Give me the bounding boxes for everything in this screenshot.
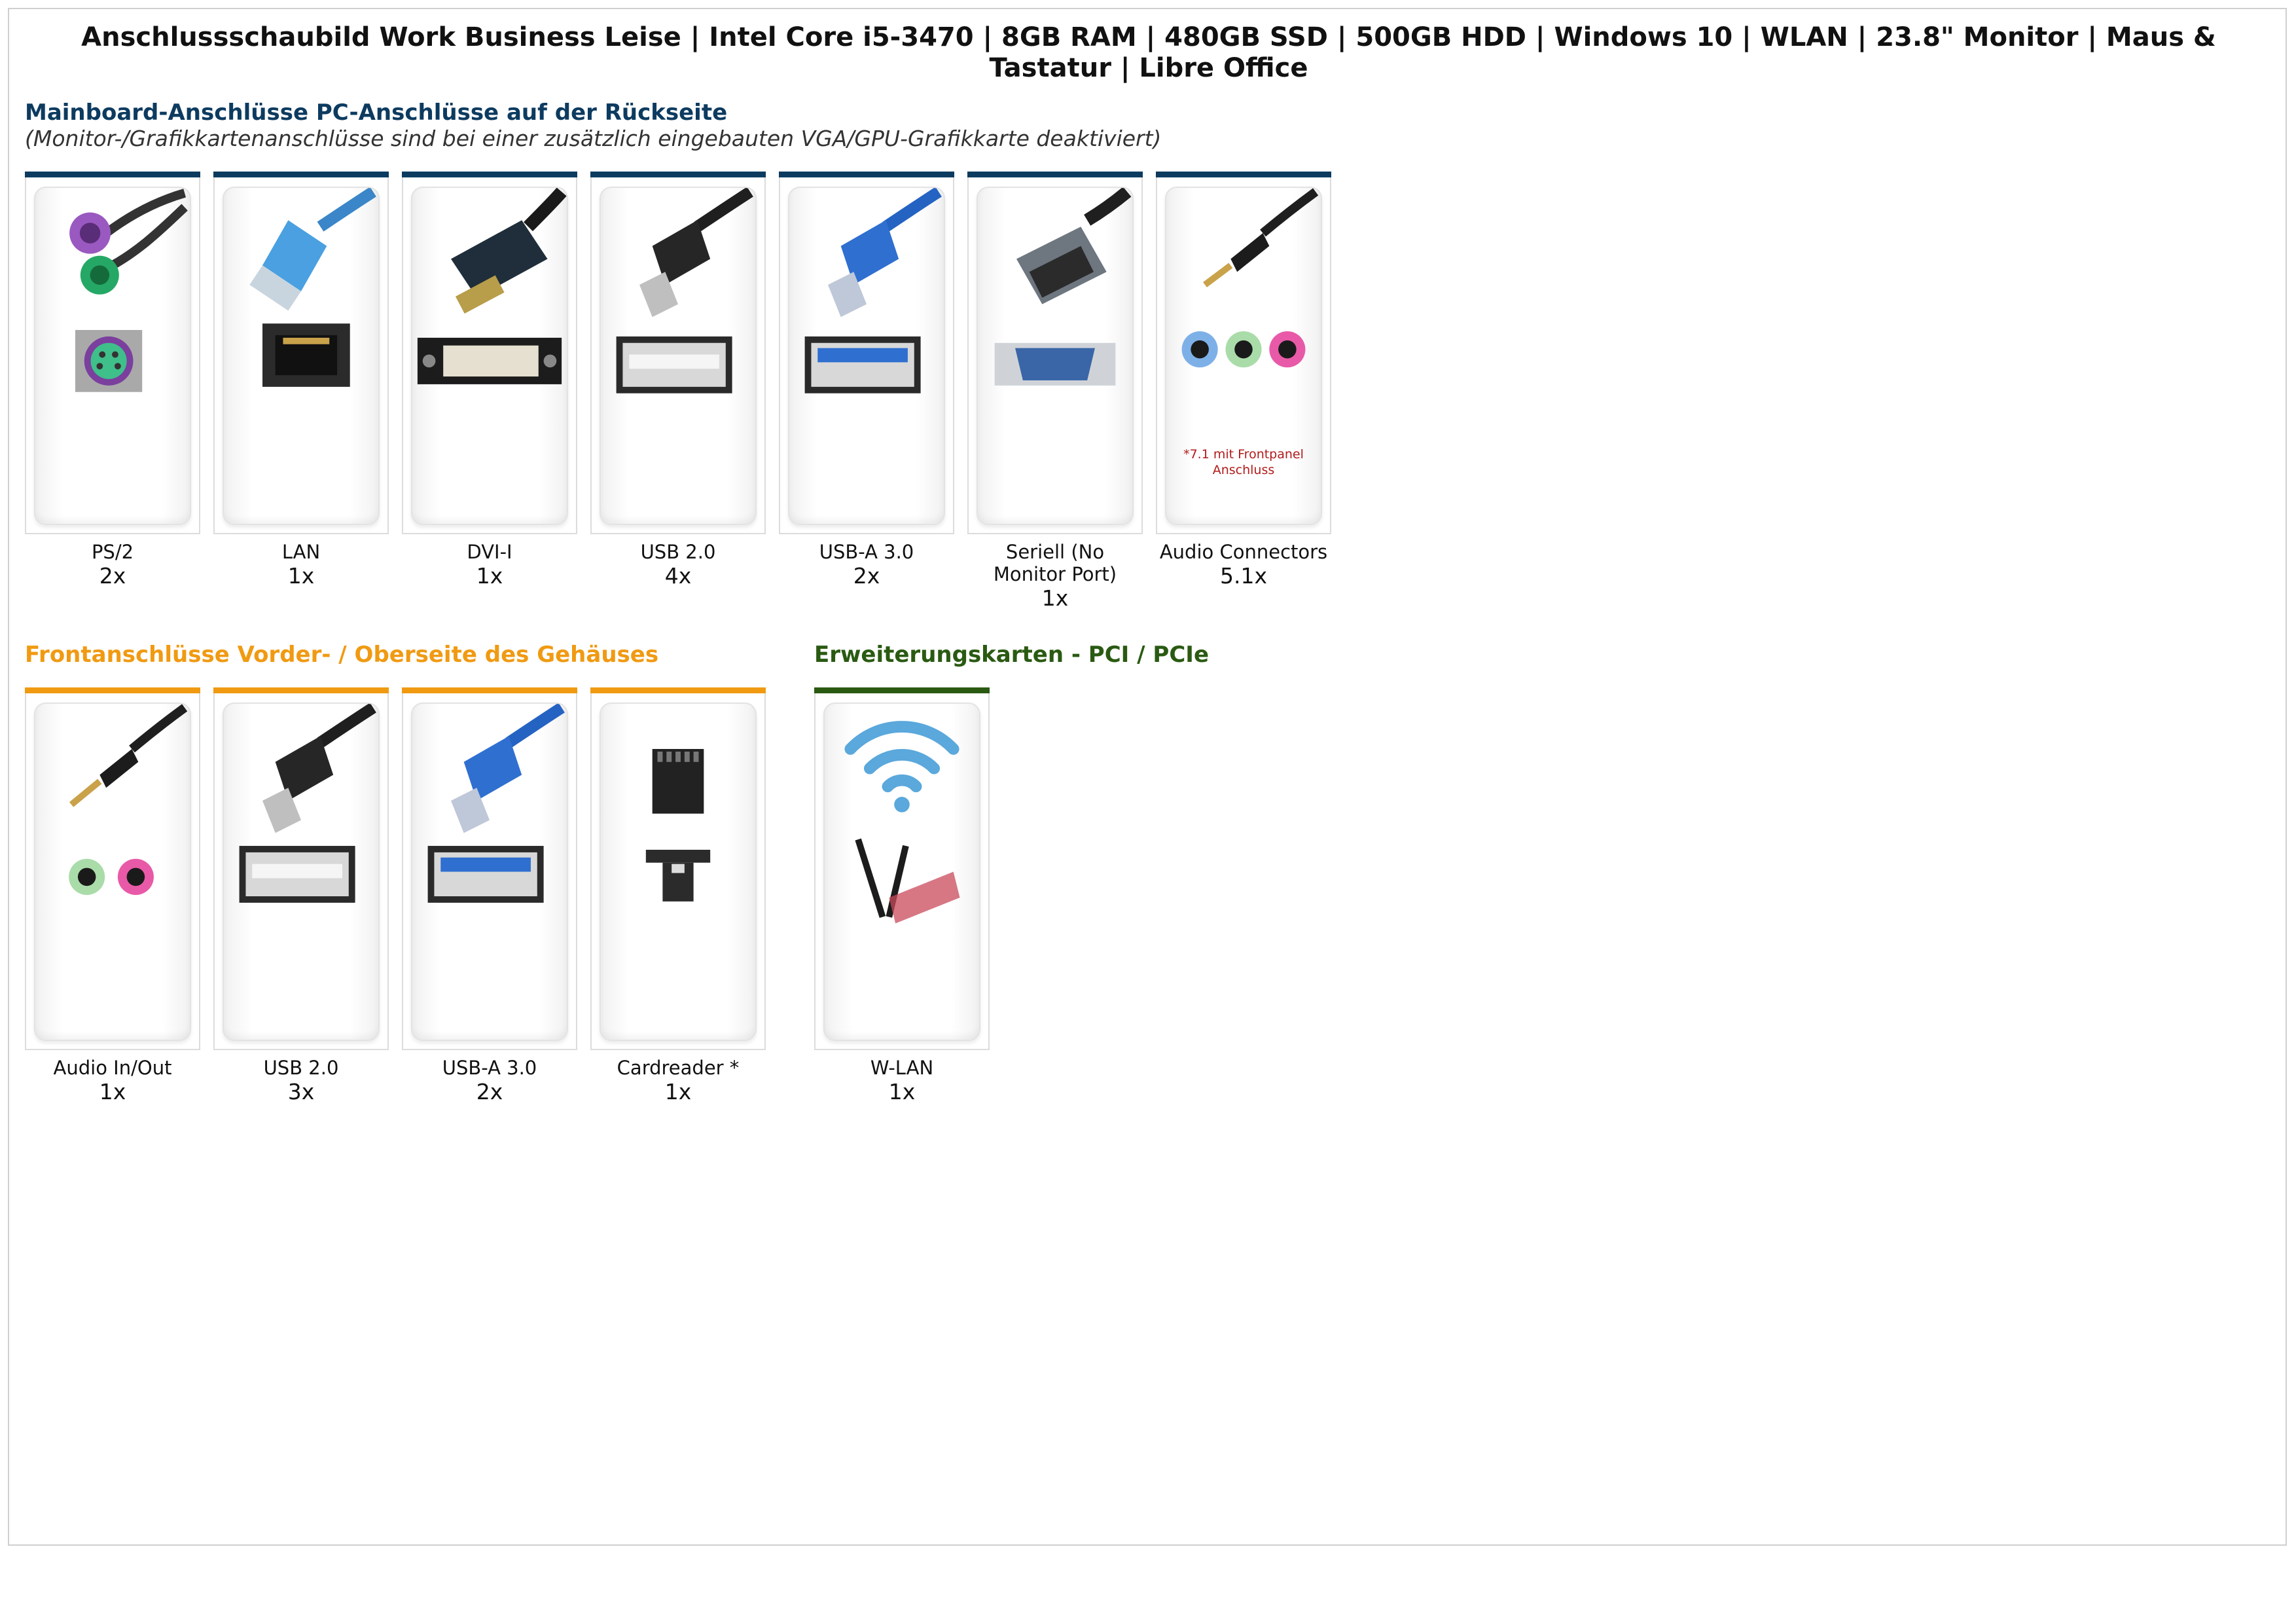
card-box <box>25 693 200 1050</box>
port-card-serial: Seriell (No Monitor Port) 1x <box>967 172 1143 611</box>
usb3-icon <box>788 187 945 525</box>
port-card-usb3: USB-A 3.0 2x <box>779 172 954 589</box>
port-count: 3x <box>287 1079 315 1104</box>
wlan-icon <box>823 702 980 1041</box>
cardreader-icon <box>600 702 757 1041</box>
card-box <box>779 177 954 534</box>
card-box <box>814 693 990 1050</box>
port-count: 2x <box>476 1079 503 1104</box>
card-accent-bar <box>402 687 577 693</box>
port-label: USB-A 3.0 <box>819 541 914 563</box>
port-label: DVI-I <box>467 541 512 563</box>
card-box <box>590 693 766 1050</box>
port-count: 2x <box>99 563 126 589</box>
front-card-usb3: USB-A 3.0 2x <box>402 687 577 1105</box>
port-label: LAN <box>281 541 321 563</box>
card-accent-bar <box>213 172 389 177</box>
expansion-section-title: Erweiterungskarten - PCI / PCIe <box>814 642 1210 668</box>
port-card-audio-connectors: *7.1 mit Frontpanel Anschluss Audio Conn… <box>1156 172 1331 589</box>
card-box: *7.1 mit Frontpanel Anschluss <box>1156 177 1331 534</box>
port-count: 5.1x <box>1219 563 1267 589</box>
card-accent-bar <box>814 687 990 693</box>
port-count: 2x <box>853 563 880 589</box>
port-label: Audio In/Out <box>53 1057 172 1079</box>
usb3-icon <box>411 702 568 1041</box>
card-accent-bar <box>779 172 954 177</box>
front-card-cardreader: Cardreader * 1x <box>590 687 766 1105</box>
port-label: USB-A 3.0 <box>442 1057 537 1079</box>
card-box <box>590 177 766 534</box>
usb2-icon <box>223 702 380 1041</box>
usb2-icon <box>600 187 757 525</box>
card-accent-bar <box>402 172 577 177</box>
port-count: 1x <box>1041 585 1069 611</box>
mainboard-section-title: Mainboard-Anschlüsse PC-Anschlüsse auf d… <box>25 100 728 126</box>
port-count: 1x <box>287 563 315 589</box>
port-count: 1x <box>888 1079 916 1104</box>
front-card-audio-inout: Audio In/Out 1x <box>25 687 200 1105</box>
card-box <box>25 177 200 534</box>
port-label: USB 2.0 <box>263 1057 339 1079</box>
page-title: Anschlussschaubild Work Business Leise |… <box>81 22 2216 83</box>
port-label: PS/2 <box>91 541 134 563</box>
audio-51-icon: *7.1 mit Frontpanel Anschluss <box>1165 187 1322 525</box>
card-accent-bar <box>213 687 389 693</box>
card-accent-bar <box>967 172 1143 177</box>
port-label: Audio Connectors <box>1159 541 1328 563</box>
mainboard-section-subtitle: (Monitor-/Grafikkartenanschlüsse sind be… <box>25 126 1162 151</box>
audio-inout-icon <box>34 702 191 1041</box>
lan-icon <box>223 187 380 525</box>
front-section-title: Frontanschlüsse Vorder- / Oberseite des … <box>25 642 659 668</box>
port-count: 1x <box>664 1079 692 1104</box>
page-frame <box>8 8 2287 1546</box>
card-box <box>402 177 577 534</box>
card-accent-bar <box>1156 172 1331 177</box>
port-label: W-LAN <box>870 1057 934 1079</box>
port-label: Seriell (No Monitor Port) <box>993 541 1117 585</box>
card-accent-bar <box>25 172 200 177</box>
port-label: Cardreader * <box>617 1057 740 1079</box>
port-card-lan: LAN 1x <box>213 172 389 589</box>
front-card-usb2: USB 2.0 3x <box>213 687 389 1105</box>
port-label: USB 2.0 <box>640 541 716 563</box>
ps2-icon <box>34 187 191 525</box>
card-accent-bar <box>25 687 200 693</box>
port-card-dvi: DVI-I 1x <box>402 172 577 589</box>
port-count: 4x <box>664 563 692 589</box>
card-box <box>967 177 1143 534</box>
card-box <box>402 693 577 1050</box>
audio-frontpanel-note: *7.1 mit Frontpanel Anschluss <box>1183 447 1304 477</box>
port-card-ps2: PS/2 2x <box>25 172 200 589</box>
port-count: 1x <box>99 1079 126 1104</box>
port-card-usb2: USB 2.0 4x <box>590 172 766 589</box>
card-box <box>213 177 389 534</box>
expansion-card-wlan: W-LAN 1x <box>814 687 990 1105</box>
serial-icon <box>977 187 1134 525</box>
card-accent-bar <box>590 687 766 693</box>
dvi-icon <box>411 187 568 525</box>
card-box <box>213 693 389 1050</box>
card-accent-bar <box>590 172 766 177</box>
port-count: 1x <box>476 563 503 589</box>
